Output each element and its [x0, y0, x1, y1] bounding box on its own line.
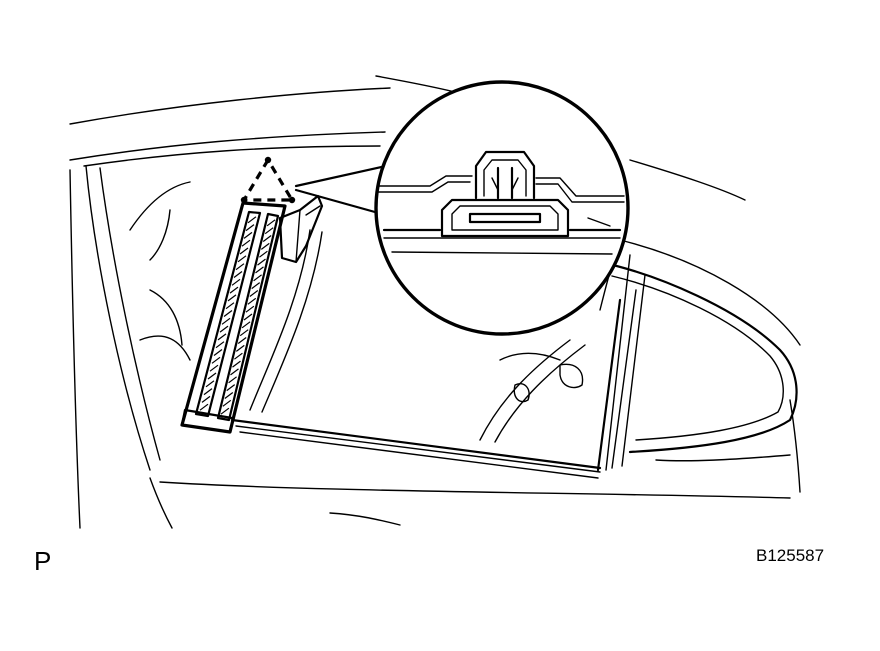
- hatch-line: [215, 341, 225, 349]
- view-code-label: P: [34, 546, 52, 576]
- clip-cross-section: [377, 150, 625, 255]
- hatch-line: [222, 399, 232, 407]
- hatch-line: [227, 294, 237, 302]
- hatch-line: [207, 372, 217, 380]
- hatch-line: [220, 407, 230, 415]
- hatch-line: [230, 368, 239, 376]
- hatch-line: [201, 395, 211, 403]
- hatch-line: [232, 360, 241, 368]
- hatch-line: [264, 227, 274, 235]
- dashed-triangle-icon: [240, 156, 296, 204]
- quarter-window-frame: [596, 254, 798, 472]
- hatch-line: [229, 286, 239, 294]
- hatch-line: [262, 235, 272, 242]
- hatch-line: [255, 266, 264, 274]
- hatch-line: [213, 349, 223, 356]
- hatch-line: [219, 325, 229, 333]
- hatch-line: [224, 392, 234, 399]
- hatch-line: [253, 274, 262, 282]
- hatch-line: [237, 337, 247, 344]
- hatch-line: [247, 297, 257, 305]
- hatch-line: [259, 250, 268, 258]
- hatch-line: [257, 258, 266, 266]
- hatch-line: [226, 384, 236, 392]
- hatch-line: [243, 231, 253, 239]
- hatch-line: [237, 255, 247, 263]
- hatch-line: [233, 271, 243, 278]
- hatch-line: [241, 239, 251, 247]
- hatch-line: [199, 403, 209, 411]
- hatch-line: [260, 242, 270, 250]
- hatch-line: [209, 364, 219, 372]
- hatch-line: [217, 333, 227, 341]
- hatch-line: [211, 356, 221, 364]
- hatch-line: [205, 380, 215, 388]
- hatch-line: [228, 376, 237, 384]
- hatch-line: [239, 247, 249, 255]
- hatch-line: [231, 278, 241, 286]
- hatch-line: [235, 263, 245, 271]
- hatch-line: [245, 224, 255, 232]
- hatch-line: [223, 310, 233, 317]
- hatch-line: [266, 219, 276, 227]
- callout-pointer: [294, 164, 388, 216]
- hatch-line: [225, 302, 235, 310]
- magnified-clip-detail: [374, 80, 630, 336]
- groove-hatching: [199, 216, 276, 415]
- hatch-line: [243, 313, 253, 321]
- hatch-line: [251, 282, 261, 290]
- hatch-line: [221, 317, 231, 325]
- weatherstrip-channel: [180, 194, 324, 434]
- car-body-outline: [69, 75, 801, 529]
- hatch-line: [203, 388, 213, 396]
- hatch-line: [247, 216, 257, 224]
- hatch-line: [234, 352, 243, 360]
- hatch-line: [245, 305, 255, 313]
- hatch-line: [235, 344, 245, 352]
- hatch-line: [241, 321, 251, 329]
- hatch-line: [239, 329, 249, 337]
- hatch-line: [249, 290, 259, 297]
- figure-id-label: B125587: [756, 546, 825, 565]
